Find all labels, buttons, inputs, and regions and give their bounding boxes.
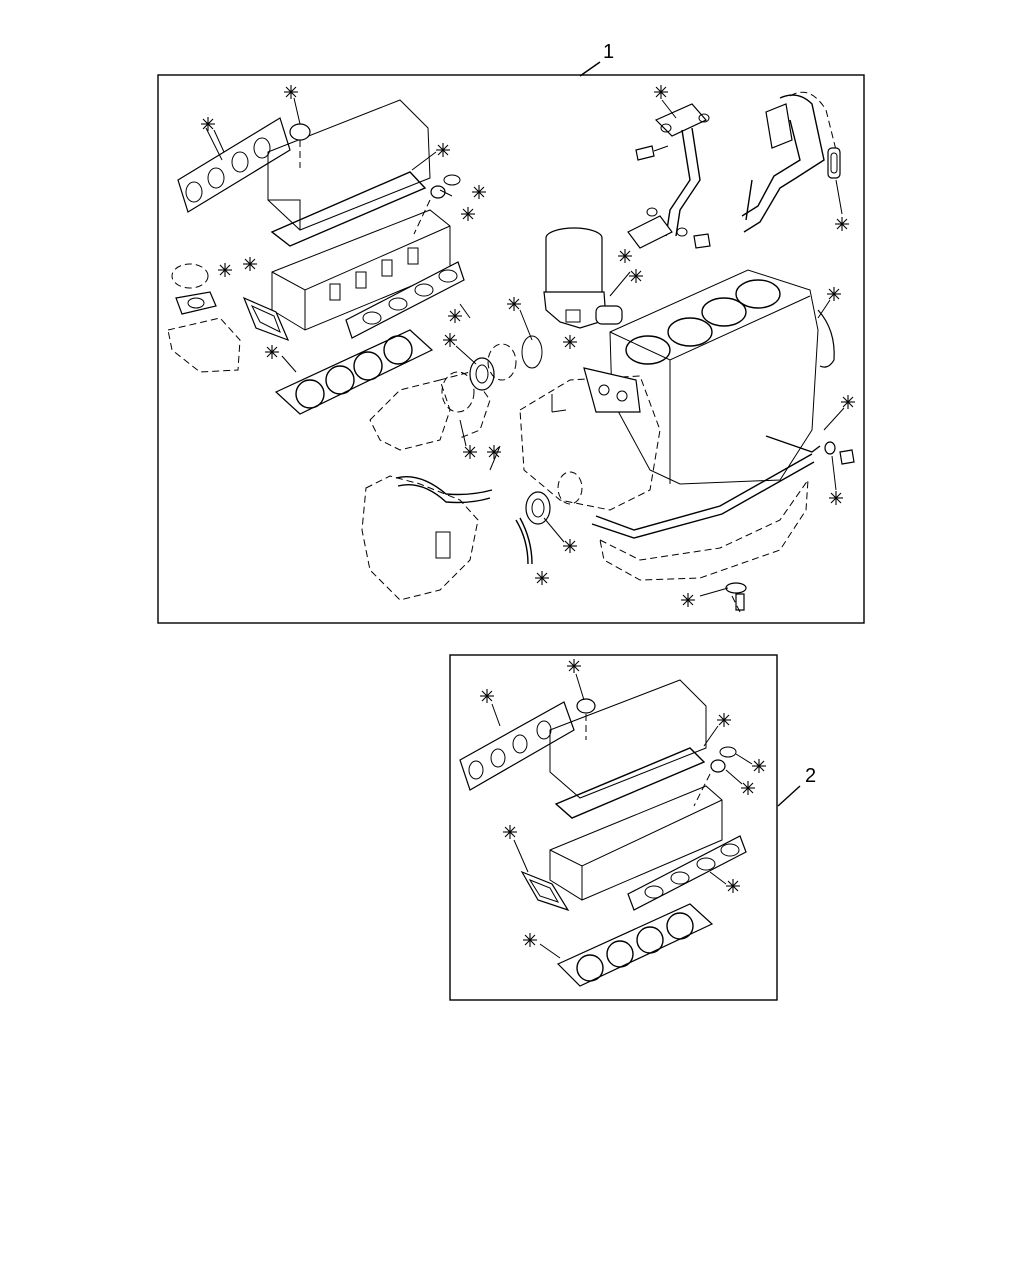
drain-plug bbox=[725, 582, 747, 613]
water-outlet-gasket-2 bbox=[520, 870, 570, 912]
kit-2-panel: 2 bbox=[449, 654, 816, 1001]
oil-filter-bracket-gasket bbox=[595, 271, 631, 325]
cylinder-head-gasket-2 bbox=[556, 903, 714, 987]
intake-manifold-gasket-2 bbox=[627, 835, 747, 911]
flywheel-housing bbox=[361, 475, 479, 601]
oil-pan bbox=[599, 478, 809, 581]
side-plug bbox=[824, 441, 855, 465]
callout-1-label: 1 bbox=[603, 41, 614, 63]
oil-filler-seal bbox=[289, 97, 311, 168]
water-outlet-gasket bbox=[242, 296, 290, 342]
timing-gear-case bbox=[519, 375, 661, 511]
kit-1-panel: 1 bbox=[157, 41, 865, 624]
oil-feed-pipe bbox=[627, 103, 710, 249]
callout-2-leader bbox=[777, 785, 801, 807]
oil-filler-seal-2 bbox=[576, 698, 596, 740]
bypass-hose-gasket bbox=[827, 147, 841, 179]
valve-cover-2 bbox=[549, 679, 707, 799]
asterisk-markers-kit-1 bbox=[200, 84, 856, 608]
front-oil-seal bbox=[469, 357, 495, 391]
valve-cover bbox=[267, 99, 431, 231]
valve-cover-gasket bbox=[270, 151, 437, 247]
water-bypass-pipe bbox=[741, 91, 837, 233]
callout-2-label: 2 bbox=[805, 765, 816, 787]
rear-cover-gasket bbox=[395, 476, 493, 504]
oil-pan-gasket bbox=[591, 435, 821, 539]
kit-1-frame bbox=[157, 74, 865, 624]
cylinder-head-gasket bbox=[274, 329, 434, 415]
crankshaft-rear-seal bbox=[515, 491, 551, 565]
exhaust-manifold-gasket bbox=[177, 117, 291, 213]
marker-leaders-kit-1 bbox=[213, 99, 845, 597]
cylinder-head-2 bbox=[549, 785, 723, 901]
valve-stem-seal-2 bbox=[693, 746, 737, 807]
cylinder-block bbox=[609, 269, 819, 485]
front-cover bbox=[369, 371, 491, 451]
kit-2-frame bbox=[449, 654, 778, 1001]
rear-oil-seal-retainer bbox=[817, 309, 835, 368]
banjo-bolts bbox=[635, 145, 711, 249]
exhaust-manifold-gasket-2 bbox=[459, 701, 575, 791]
intake-manifold-gasket bbox=[345, 261, 465, 339]
thermostat-housing bbox=[167, 263, 241, 373]
oil-filter bbox=[543, 227, 607, 329]
callout-1-leader bbox=[579, 61, 601, 77]
marker-leaders-kit-2 bbox=[491, 673, 753, 959]
valve-cover-gasket-2 bbox=[554, 747, 706, 819]
timing-case-gasket bbox=[551, 367, 641, 413]
water-pump-gasket bbox=[487, 335, 543, 381]
